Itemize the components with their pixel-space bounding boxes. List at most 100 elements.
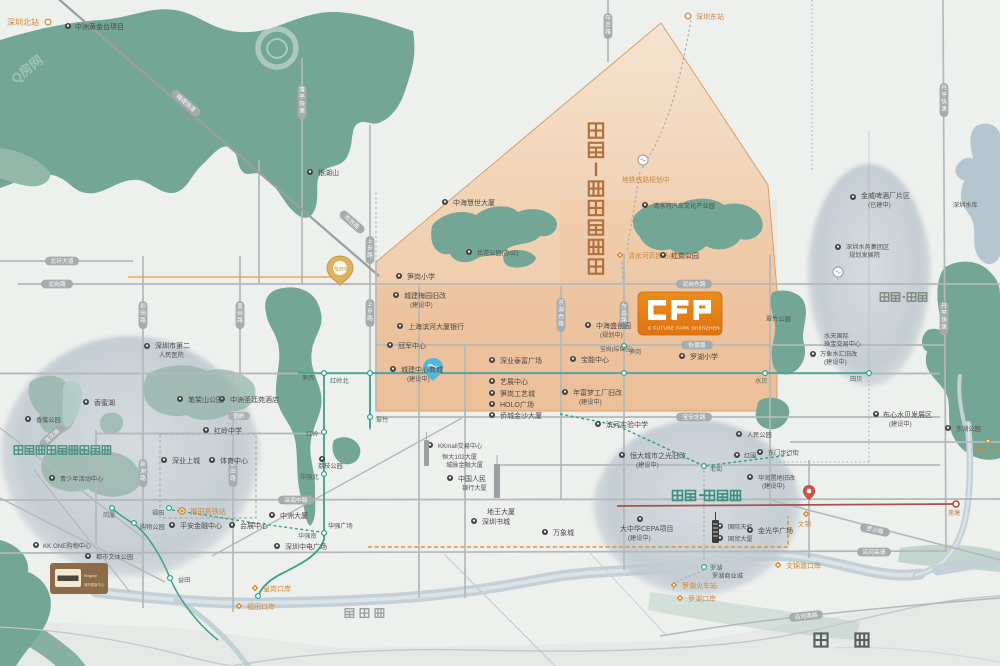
svg-text:中洲大厦: 中洲大厦 bbox=[280, 511, 308, 520]
svg-text:步: 步 bbox=[367, 244, 373, 252]
svg-text:红岗公园: 红岗公园 bbox=[671, 251, 699, 260]
svg-text:C FUTURE PARK SHENZHEN: C FUTURE PARK SHENZHEN bbox=[648, 326, 720, 331]
svg-text:罗湖商业城: 罗湖商业城 bbox=[712, 572, 743, 580]
svg-text:路: 路 bbox=[367, 314, 373, 322]
svg-text:会展中心: 会展中心 bbox=[240, 521, 268, 530]
svg-text:文锦: 文锦 bbox=[798, 519, 812, 528]
svg-text:人民公园: 人民公园 bbox=[747, 432, 772, 439]
svg-text:恒大城市之光旧改: 恒大城市之光旧改 bbox=[630, 451, 686, 460]
svg-text:泥岗东路: 泥岗东路 bbox=[682, 280, 705, 288]
svg-text:城脉金融大厦: 城脉金融大厦 bbox=[446, 461, 483, 469]
svg-text:大中华CEPA项目: 大中华CEPA项目 bbox=[620, 524, 674, 533]
svg-text:(建设中): (建设中) bbox=[628, 534, 651, 542]
svg-text:滨河实验中学: 滨河实验中学 bbox=[606, 420, 648, 429]
svg-text:东湖公园: 东湖公园 bbox=[956, 425, 981, 433]
svg-text:皇岗口岸: 皇岗口岸 bbox=[263, 584, 291, 593]
svg-text:都市文体公园: 都市文体公园 bbox=[96, 553, 133, 561]
svg-text:平: 平 bbox=[941, 92, 947, 99]
svg-text:怡景路: 怡景路 bbox=[688, 341, 706, 349]
svg-text:中海慧世大厦: 中海慧世大厦 bbox=[453, 198, 495, 207]
svg-text:布: 布 bbox=[605, 14, 611, 22]
svg-text:中洲黄金台项目: 中洲黄金台项目 bbox=[75, 22, 124, 31]
svg-text:体育中心: 体育中心 bbox=[220, 456, 248, 465]
svg-text:年富梦工厂旧改: 年富梦工厂旧改 bbox=[573, 388, 622, 397]
svg-text:速: 速 bbox=[941, 106, 947, 113]
svg-text:中海盛创园: 中海盛创园 bbox=[596, 321, 631, 330]
svg-text:(建设中): (建设中) bbox=[410, 301, 433, 309]
svg-text:路: 路 bbox=[621, 316, 627, 324]
svg-text:城市更新中心: 城市更新中心 bbox=[84, 582, 105, 587]
svg-text:益田: 益田 bbox=[178, 576, 190, 584]
svg-text:园岭: 园岭 bbox=[234, 412, 245, 420]
svg-text:水天国际: 水天国际 bbox=[824, 332, 849, 340]
svg-text:罗湖火车站: 罗湖火车站 bbox=[682, 581, 717, 590]
svg-text:岗: 岗 bbox=[237, 310, 243, 317]
svg-text:速: 速 bbox=[299, 108, 305, 115]
svg-text:金威啤酒厂片区: 金威啤酒厂片区 bbox=[861, 191, 910, 200]
svg-text:北环大道: 北环大道 bbox=[50, 257, 73, 265]
svg-text:Kingkey: Kingkey bbox=[84, 574, 97, 578]
svg-text:深圳东站: 深圳东站 bbox=[696, 12, 724, 21]
svg-text:红岭: 红岭 bbox=[306, 430, 318, 438]
svg-text:华润置地旧改: 华润置地旧改 bbox=[758, 474, 795, 482]
svg-text:KKmall交易中心: KKmall交易中心 bbox=[438, 442, 482, 450]
svg-text:笔架山公园: 笔架山公园 bbox=[188, 395, 223, 404]
svg-text:红围: 红围 bbox=[744, 452, 756, 460]
svg-text:丹: 丹 bbox=[941, 303, 947, 310]
svg-text:昌: 昌 bbox=[621, 310, 627, 317]
svg-text:宝安北路: 宝安北路 bbox=[682, 413, 705, 421]
svg-text:洪: 洪 bbox=[558, 299, 564, 307]
svg-text:(建设中): (建设中) bbox=[824, 358, 847, 366]
svg-text:KK ONE购物中心: KK ONE购物中心 bbox=[43, 542, 91, 550]
svg-text:(建设中): (建设中) bbox=[636, 461, 659, 469]
svg-text:田贝: 田贝 bbox=[850, 376, 862, 383]
svg-text:笋岗工艺城: 笋岗工艺城 bbox=[500, 389, 535, 398]
svg-text:丹: 丹 bbox=[941, 85, 947, 92]
svg-text:荔枝公园: 荔枝公园 bbox=[318, 462, 343, 470]
svg-text:路: 路 bbox=[367, 251, 373, 259]
svg-text:路: 路 bbox=[140, 474, 146, 482]
svg-text:深圳市第二: 深圳市第二 bbox=[155, 341, 190, 350]
svg-text:深圳中电广场: 深圳中电广场 bbox=[285, 542, 327, 551]
svg-text:翠竹公园: 翠竹公园 bbox=[766, 315, 791, 323]
svg-text:华强南: 华强南 bbox=[298, 532, 317, 540]
svg-text:吉: 吉 bbox=[605, 22, 611, 29]
svg-text:国际天虹: 国际天虹 bbox=[728, 523, 753, 531]
svg-text:国贸大厦: 国贸大厦 bbox=[728, 535, 753, 543]
svg-text:(建设中): (建设中) bbox=[889, 420, 912, 428]
svg-text:田: 田 bbox=[140, 310, 146, 317]
svg-text:宝能中心: 宝能中心 bbox=[581, 355, 609, 364]
svg-text:布心水贝发展区: 布心水贝发展区 bbox=[883, 410, 932, 419]
svg-text:艺展中心: 艺展中心 bbox=[500, 377, 528, 386]
svg-text:地王大厦: 地王大厦 bbox=[487, 507, 515, 516]
svg-text:冠军中心: 冠军中心 bbox=[398, 341, 426, 350]
svg-text:笋岗小学: 笋岗小学 bbox=[407, 272, 435, 281]
svg-text:罗湖口岸: 罗湖口岸 bbox=[688, 594, 716, 603]
svg-text:深圳水库: 深圳水库 bbox=[953, 201, 978, 209]
svg-text:沿河高速: 沿河高速 bbox=[862, 548, 885, 556]
svg-text:(规划中): (规划中) bbox=[600, 331, 623, 339]
svg-text:仕花公园(办公): 仕花公园(办公) bbox=[477, 249, 518, 257]
svg-text:路: 路 bbox=[605, 28, 611, 36]
svg-text:罗沙路: 罗沙路 bbox=[866, 524, 885, 535]
svg-text:规划发展院: 规划发展院 bbox=[849, 251, 880, 259]
svg-text:深业泰富广场: 深业泰富广场 bbox=[500, 356, 542, 365]
svg-text:金光华广场: 金光华广场 bbox=[758, 526, 793, 535]
svg-text:笋西: 笋西 bbox=[302, 374, 314, 382]
svg-text:红岭中学: 红岭中学 bbox=[214, 426, 242, 435]
svg-text:深圳书城: 深圳书城 bbox=[482, 517, 510, 526]
svg-text:东门步行街: 东门步行街 bbox=[768, 449, 799, 457]
svg-text:老街: 老街 bbox=[710, 465, 722, 473]
svg-text:莲塘: 莲塘 bbox=[948, 509, 960, 517]
svg-text:城建中心商城: 城建中心商城 bbox=[401, 365, 443, 374]
svg-text:路: 路 bbox=[140, 316, 146, 324]
svg-text:田: 田 bbox=[230, 468, 236, 475]
svg-text:上: 上 bbox=[367, 237, 373, 245]
svg-text:翠竹: 翠竹 bbox=[376, 416, 388, 424]
svg-text:湖: 湖 bbox=[558, 306, 564, 314]
svg-text:路: 路 bbox=[237, 316, 243, 324]
svg-text:上海滨河大厦银行: 上海滨河大厦银行 bbox=[408, 322, 464, 331]
svg-text:购物公园: 购物公园 bbox=[140, 523, 165, 531]
svg-text:宝岗(综保区): 宝岗(综保区) bbox=[600, 345, 633, 353]
svg-text:罗湖小学: 罗湖小学 bbox=[690, 352, 718, 361]
